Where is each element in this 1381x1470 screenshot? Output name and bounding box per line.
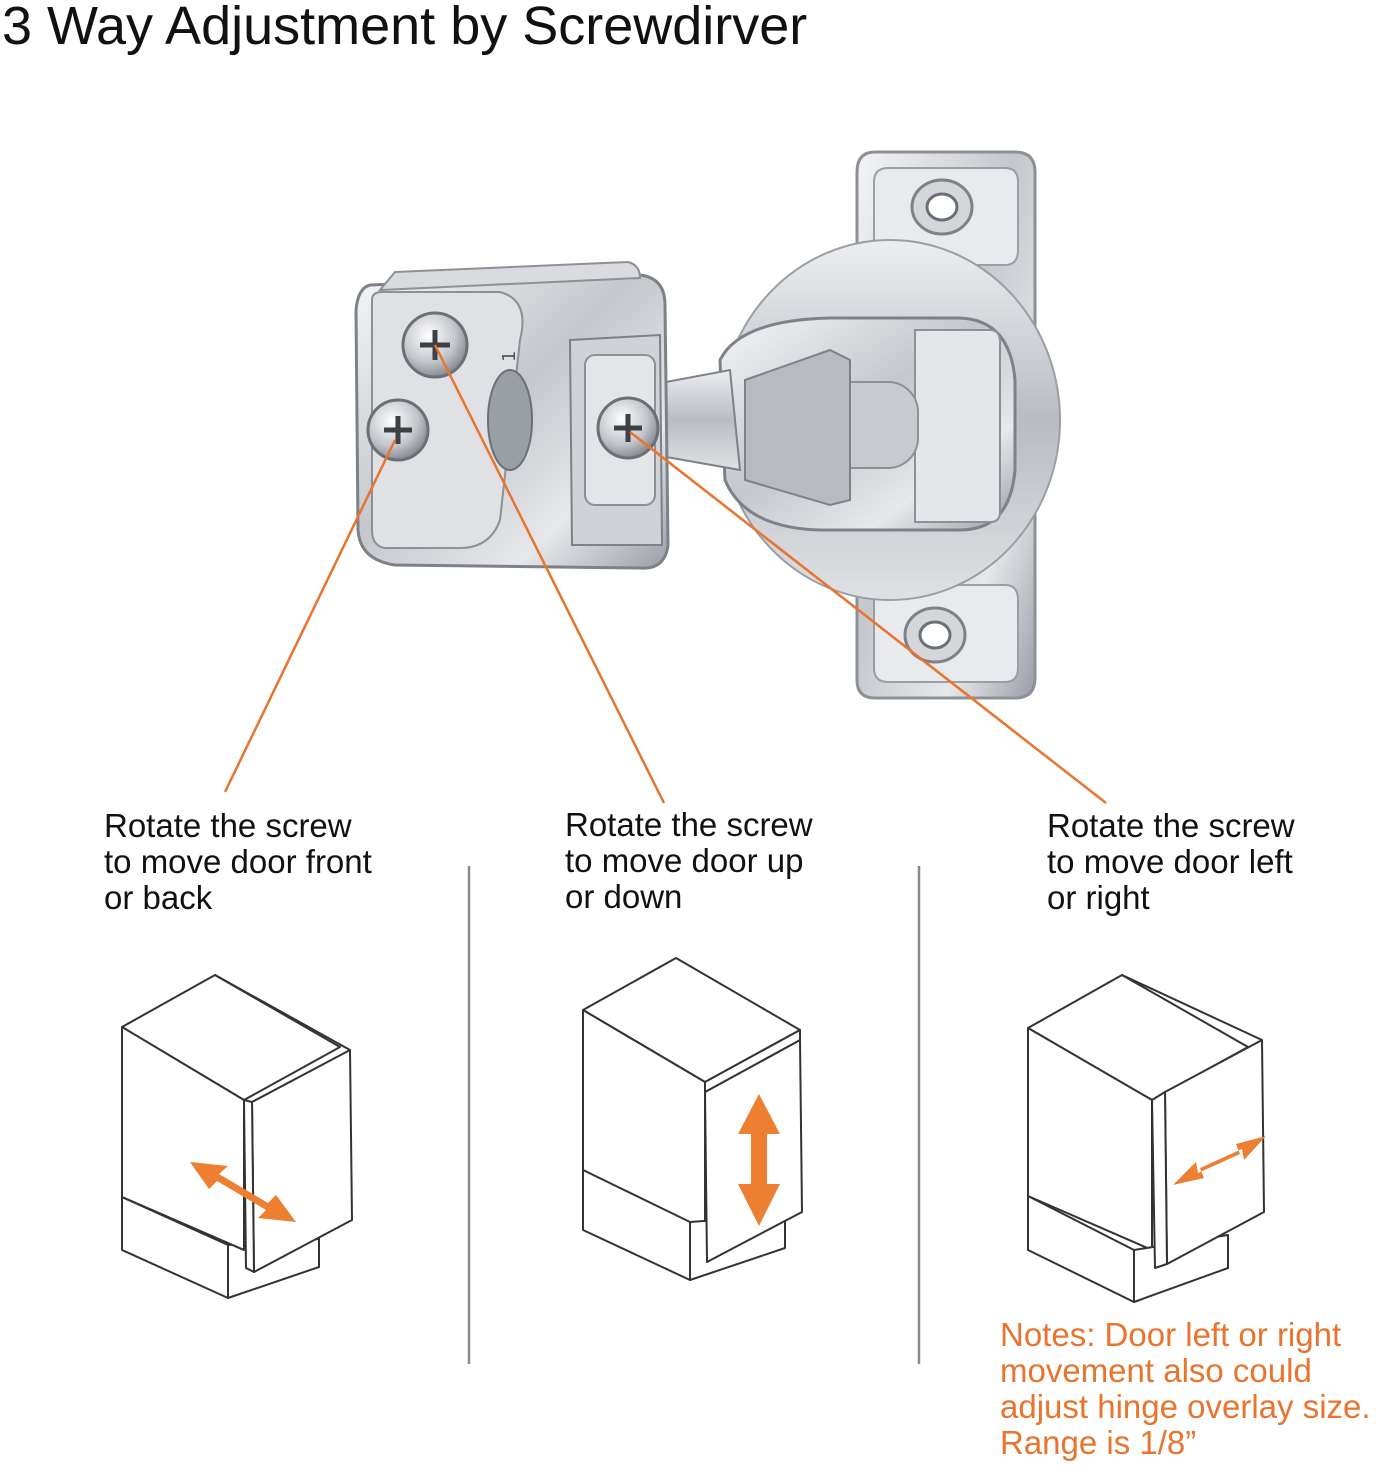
caption-line: to move door front: [104, 843, 372, 880]
leader-lines: [223, 344, 1107, 804]
screw-left-right-icon: [596, 396, 660, 460]
caption-line: Rotate the screw: [565, 806, 813, 843]
caption-line: or right: [1047, 879, 1150, 916]
note-line: movement also could: [1000, 1352, 1312, 1389]
double-arrow-icon: [190, 1162, 296, 1222]
caption-line: or back: [104, 879, 213, 916]
caption-line: Rotate the screw: [1047, 807, 1295, 844]
note-line: Range is 1/8”: [1000, 1424, 1197, 1461]
svg-text:1: 1: [499, 351, 520, 362]
caption-line: to move door up: [565, 842, 804, 879]
note-line: adjust hinge overlay size.: [1000, 1388, 1371, 1425]
screw-front-back-icon: [366, 398, 430, 462]
caption-line: or down: [565, 878, 683, 915]
cabinet-left-right-icon: [1027, 974, 1265, 1303]
double-arrow-icon: [738, 1094, 780, 1226]
caption-left-right: Rotate the screw to move door left or ri…: [1047, 808, 1295, 916]
caption-up-down: Rotate the screw to move door up or down: [565, 807, 813, 915]
cabinet-front-back-icon: [121, 974, 353, 1299]
caption-line: to move door left: [1047, 843, 1293, 880]
caption-line: Rotate the screw: [104, 807, 352, 844]
leader-line-front-back: [223, 439, 397, 793]
hinge-illustration: 1: [354, 150, 1061, 700]
caption-front-back: Rotate the screw to move door front or b…: [104, 808, 372, 916]
leader-line-left-right: [629, 431, 1107, 804]
note-line: Notes: Door left or right: [1000, 1316, 1342, 1353]
double-arrow-icon: [1173, 1136, 1266, 1185]
page-title: 3 Way Adjustment by Screwdirver: [2, 0, 808, 56]
overlay-note: Notes: Door left or right movement also …: [1000, 1317, 1371, 1461]
leader-line-up-down: [433, 344, 666, 804]
